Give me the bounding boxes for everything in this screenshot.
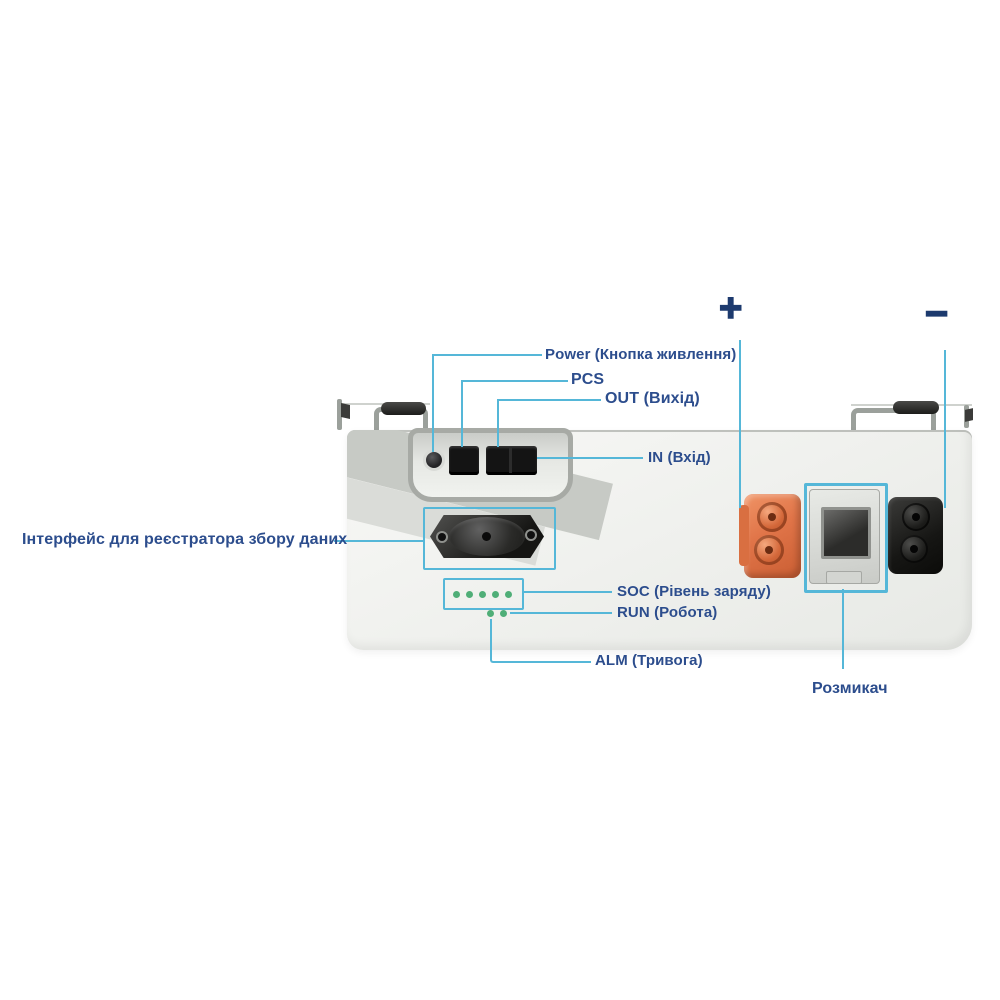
breaker-tab <box>826 571 862 584</box>
out-label: OUT (Вихід) <box>605 390 700 407</box>
mount-grip-right <box>893 401 939 414</box>
negative-terminal-connector <box>888 497 943 574</box>
power-callout-line <box>432 354 434 452</box>
pcs-label: PCS <box>571 371 605 388</box>
pcs-callout-line <box>461 380 568 382</box>
soc-callout-line <box>522 591 612 593</box>
soc-label: SOC (Рівень заряду) <box>617 583 771 600</box>
mount-hook-left <box>337 399 342 430</box>
out-in-ports <box>486 446 537 475</box>
positive-terminal-contact <box>757 502 787 532</box>
soc-led <box>453 591 460 598</box>
in-label: IN (Вхід) <box>648 449 711 466</box>
connector-pin <box>482 532 491 541</box>
negative-terminal-contact <box>902 503 930 531</box>
mount-grip-left <box>381 402 426 415</box>
data-logger-callout-line <box>334 540 423 542</box>
power-label: Power (Кнопка живлення) <box>545 346 737 363</box>
run-callout-line <box>510 612 612 614</box>
minus-callout-line <box>944 350 946 508</box>
plus-callout-line <box>739 340 741 508</box>
soc-led <box>466 591 473 598</box>
breaker-callout-box <box>804 483 888 593</box>
out-callout-line <box>497 399 601 401</box>
breaker-callout-line <box>842 589 844 669</box>
alm-led <box>487 610 494 617</box>
connector-screw-left <box>438 533 446 541</box>
alm-label: ALM (Тривога) <box>595 652 703 669</box>
connector-screw-right <box>527 531 535 539</box>
breaker-window <box>821 507 871 559</box>
soc-callout-box <box>443 578 524 610</box>
positive-symbol: + <box>718 286 743 330</box>
data-logger-connector <box>430 512 544 561</box>
negative-symbol: − <box>924 292 949 336</box>
run-label: RUN (Робота) <box>617 604 718 621</box>
soc-led <box>492 591 499 598</box>
soc-led <box>505 591 512 598</box>
mount-hook-right-clip <box>965 408 973 422</box>
mount-hook-left-clip <box>341 403 350 419</box>
negative-terminal-contact <box>900 535 928 563</box>
pcs-callout-line <box>461 380 463 447</box>
pcs-port <box>449 446 479 475</box>
run-led <box>500 610 507 617</box>
power-button <box>423 449 445 471</box>
data-logger-callout-box <box>423 507 556 570</box>
positive-terminal-connector <box>739 494 801 578</box>
soc-led-strip <box>453 591 512 598</box>
breaker-label: Розмикач <box>812 680 888 697</box>
alm-callout-line <box>490 619 591 663</box>
breaker-switch <box>809 489 880 584</box>
out-callout-line <box>497 399 499 447</box>
in-callout-line <box>537 457 643 459</box>
soc-led <box>479 591 486 598</box>
data-logger-label: Інтерфейс для реєстратора збору даних <box>22 531 348 548</box>
power-callout-line <box>432 354 542 356</box>
positive-terminal-contact <box>754 535 784 565</box>
